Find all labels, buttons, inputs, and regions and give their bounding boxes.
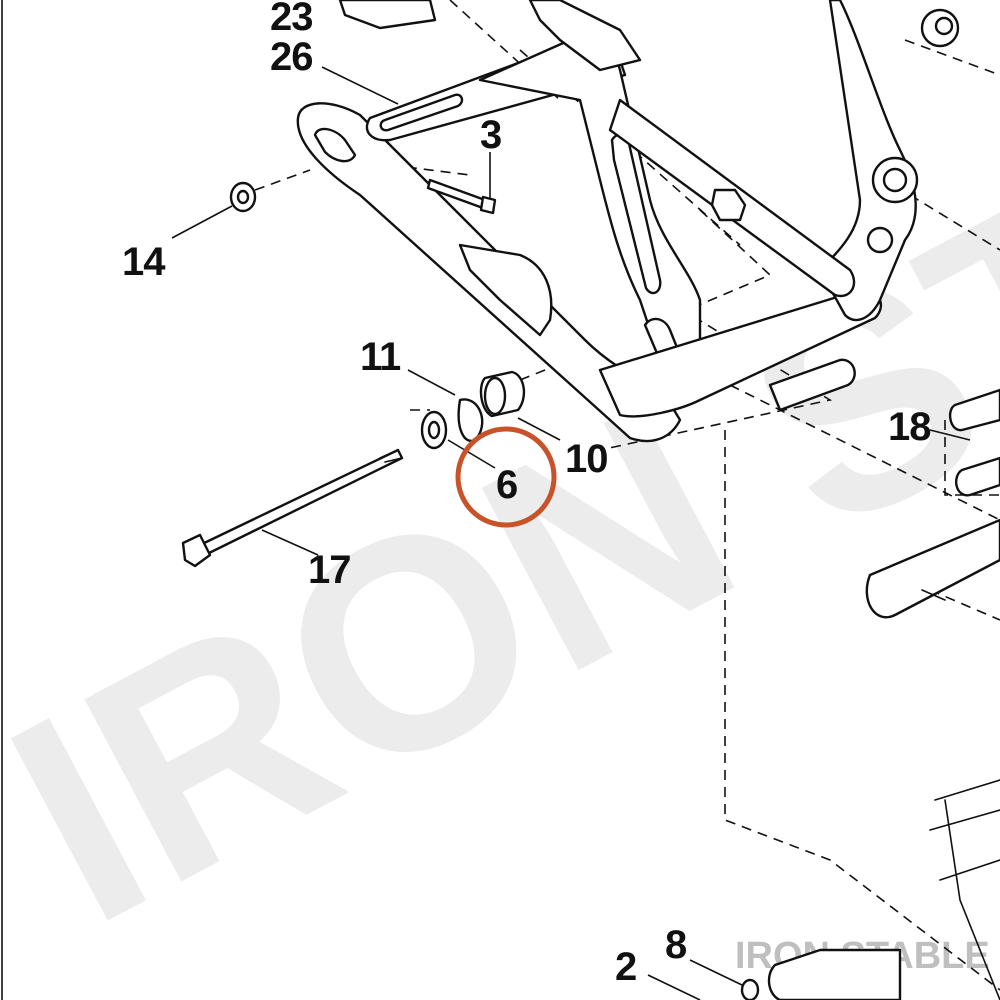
leader-lines [171, 66, 971, 1000]
top-left-block [338, 0, 437, 30]
rear-pivot-hole [882, 167, 908, 193]
callout-17[interactable]: 17 [308, 548, 352, 592]
frame-gusset [458, 243, 553, 337]
assembly-lines [254, 0, 1000, 991]
corner-frame-sketch [929, 779, 1000, 1000]
pivot-lug [710, 188, 747, 222]
bearing-10-face [483, 376, 507, 416]
highlight-ring [455, 426, 557, 528]
bolt-3-head [479, 195, 497, 215]
upper-right-bushing-bore [934, 16, 954, 36]
callout-11[interactable]: 11 [360, 335, 402, 379]
nut-14-bore [236, 189, 250, 205]
left-hardware [181, 178, 526, 568]
shock-link-pin [921, 589, 946, 601]
callout-3[interactable]: 3 [480, 113, 502, 157]
lower-bushing [767, 948, 902, 1000]
bushing-18-upper [948, 388, 1000, 432]
washer-6-bore [427, 420, 441, 440]
callout-2[interactable]: 2 [615, 945, 637, 989]
callout-23[interactable]: 23 [270, 0, 314, 39]
callout-6[interactable]: 6 [496, 463, 518, 507]
callout-26[interactable]: 26 [270, 35, 314, 79]
left-arm-slot [313, 127, 357, 163]
callouts: 23 26 3 14 11 10 6 17 18 8 2 [122, 0, 932, 989]
callout-8[interactable]: 8 [665, 923, 688, 967]
pivot-stub [768, 358, 856, 412]
axle-bolt-17-thread [379, 449, 403, 463]
callout-10[interactable]: 10 [565, 437, 609, 481]
crossbar-slot [379, 93, 464, 132]
bushing-18-lower [954, 456, 1000, 497]
callout-18[interactable]: 18 [888, 405, 932, 449]
shock-link [865, 518, 1000, 619]
right-hardware [768, 358, 1000, 619]
swingarm-assembly [296, 0, 960, 443]
lower-hardware [740, 779, 1000, 1000]
shock-mount-boss [866, 226, 894, 254]
top-right-bracket [528, 0, 642, 72]
callout-14[interactable]: 14 [122, 240, 167, 284]
axle-bolt-17-head [181, 533, 212, 568]
washer-8 [740, 978, 760, 1000]
